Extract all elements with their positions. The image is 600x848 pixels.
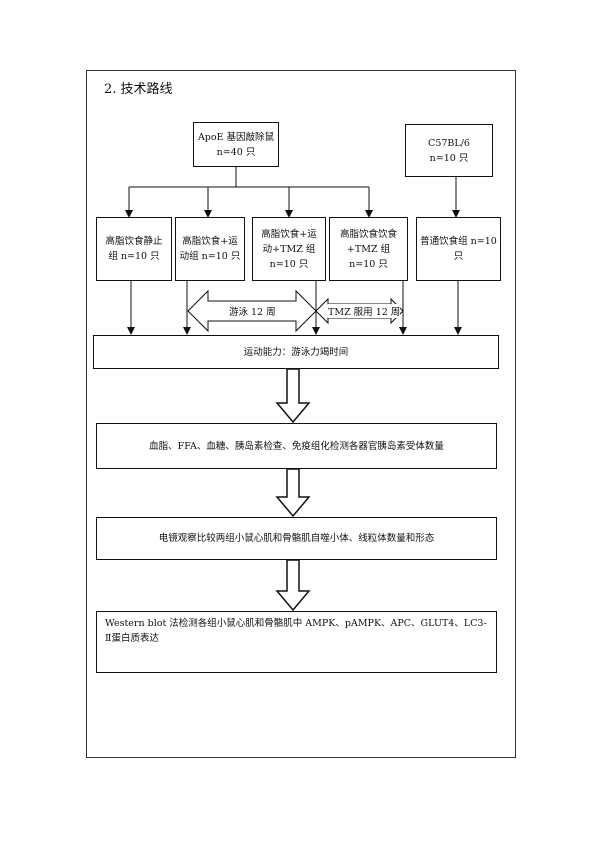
step-2-text: 血脂、FFA、血糖、胰岛素检查、免疫组化检测各器官胰岛素受体数量 [149,440,444,452]
c57-line-2: n=10 只 [429,152,469,164]
page-frame [86,70,516,758]
section-heading: 2. 技术路线 [104,82,173,97]
group-2-line-2: 动组 n=10 只 [179,251,241,262]
c57-line-1: C57BL/6 [428,137,470,149]
group-2-line-1: 高脂饮食+运 [182,236,238,247]
group-4-line-3: n=10 只 [349,258,388,270]
step-box-2: 血脂、FFA、血糖、胰岛素检查、免疫组化检测各器官胰岛素受体数量 [96,423,497,469]
group-box-4: 高脂饮食饮食 +TMZ 组 n=10 只 [329,217,408,281]
apoe-mice-box: ApoE 基因敲除鼠 n=40 只 [193,122,279,167]
block-arrow-1 [275,368,311,424]
block-arrow-2 [275,468,311,518]
tmz-label: TMZ 服用 12 周 [328,304,401,318]
group-5-line-1: 普通饮食组 n=10 [420,236,497,247]
step-1-text: 运动能力：游泳力竭时间 [243,346,349,358]
group-3-line-3: n=10 只 [269,258,309,270]
group-4-line-1: 高脂饮食饮食 [339,228,397,240]
group-box-1: 高脂饮食静止 组 n=10 只 [96,217,172,281]
group-box-2: 高脂饮食+运 动组 n=10 只 [175,217,245,281]
swim-label: 游泳 12 周 [229,304,276,318]
c57-mice-box: C57BL/6 n=10 只 [405,124,493,177]
step-box-1: 运动能力：游泳力竭时间 [93,335,499,369]
step-3-text: 电镜观察比较两组小鼠心肌和骨骼肌自噬小体、线粒体数量和形态 [158,533,435,544]
group-5-line-2: 只 [453,251,464,262]
apoe-line-2: n=40 只 [216,146,256,158]
step-box-4: Western blot 法检测各组小鼠心肌和骨骼肌中 AMPK、pAMPK、A… [96,611,497,673]
step-4-text: Western blot 法检测各组小鼠心肌和骨骼肌中 AMPK、pAMPK、A… [105,618,487,644]
group-box-5: 普通饮食组 n=10 只 [416,217,501,281]
group-1-line-1: 高脂饮食静止 [105,236,163,247]
block-arrow-3 [275,559,311,612]
step-box-3: 电镜观察比较两组小鼠心肌和骨骼肌自噬小体、线粒体数量和形态 [96,517,497,560]
group-3-line-1: 高脂饮食+运 [261,228,317,240]
group-3-line-2: 动+TMZ 组 [262,243,316,255]
group-1-line-2: 组 n=10 只 [108,251,160,262]
apoe-line-1: ApoE 基因敲除鼠 [197,131,275,143]
group-box-3: 高脂饮食+运 动+TMZ 组 n=10 只 [252,217,326,281]
group-4-line-2: +TMZ 组 [346,243,391,255]
